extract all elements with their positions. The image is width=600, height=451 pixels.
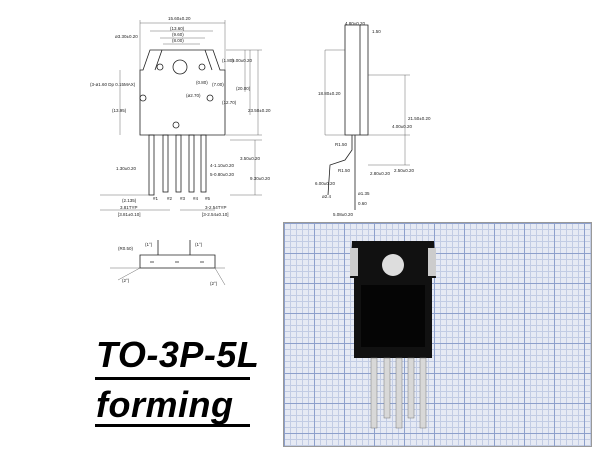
dimension-label: #2: [167, 196, 173, 201]
front-view-dim-labels: 15.60±0.20 (13.60) (9.60) (8.00) ø3.30±0…: [90, 16, 271, 217]
dimension-label: (13.95): [112, 108, 127, 113]
dimension-label: 3.50±0.20: [240, 156, 260, 161]
side-view-dim-labels: 4.80±0.20 1.50 18.80±0.20 21.50±0.20 4.0…: [315, 21, 431, 217]
dimension-label: [3.81±0.10]: [118, 212, 141, 217]
dimension-label: (13.60): [170, 26, 185, 31]
dimension-label: #5: [205, 196, 211, 201]
dimension-label: (2.135): [122, 198, 137, 203]
dimension-label: (20.00): [236, 86, 251, 91]
transistor-photo: [350, 241, 436, 429]
dimension-label: 1.50: [372, 29, 381, 34]
dimension-label: 18.80±0.20: [318, 91, 341, 96]
forming-label: forming: [96, 384, 234, 425]
dimension-label: ø3.30±0.20: [115, 34, 138, 39]
dimension-label: 1.30±0.20: [116, 166, 136, 171]
dimension-label: 9.30±0.20: [250, 176, 270, 181]
dimension-label: #3: [180, 196, 186, 201]
dimension-label: 3-2.54TYP: [205, 205, 227, 210]
dimension-label: R1.50: [335, 142, 348, 147]
dimension-label: R1.50: [338, 168, 351, 173]
dimension-label: 2.80±0.20: [370, 171, 390, 176]
dimension-label: 5.08±0.20: [333, 212, 353, 217]
dimension-label: (ø2.70): [186, 93, 201, 98]
dimension-label: 5-0.80±0.20: [210, 172, 234, 177]
component-photo: [283, 222, 592, 447]
dimension-label: #1: [153, 196, 159, 201]
bottom-view: (R0.50) (1°) (1°) (2°) (2°): [110, 240, 226, 286]
dimension-label: #4: [193, 196, 199, 201]
dimension-label: 6.00±0.20: [315, 181, 335, 186]
dimension-label: (9.60): [172, 32, 184, 37]
dimension-label: 21.50±0.20: [408, 116, 431, 121]
dimension-label: 0.60: [358, 201, 367, 206]
dimension-label: 3.81TYP: [120, 205, 138, 210]
side-view: [324, 24, 410, 210]
dimension-label: (8.00): [172, 38, 184, 43]
dimension-label: (2°): [210, 281, 218, 286]
title-underline: [95, 377, 250, 380]
dimension-label: 4.00±0.20: [392, 124, 412, 129]
dimension-label: (1.80): [222, 58, 234, 63]
dimension-label: ø1.35: [358, 191, 370, 196]
dimension-label: (0.80): [196, 80, 208, 85]
dimension-label: [3-2.54±0.10]: [202, 212, 229, 217]
dimension-label: (12.70): [222, 100, 237, 105]
dimension-label: 4.80±0.20: [345, 21, 365, 26]
dimension-label: (3-ø1.60 Dp 0.15MAX): [90, 82, 136, 87]
dimension-label: 4-1.10±0.20: [210, 163, 234, 168]
dimension-label: (R0.50): [118, 246, 134, 251]
package-name: TO-3P-5L: [96, 334, 260, 375]
dimension-label: 15.60±0.20: [168, 16, 191, 21]
dimension-label: (1°): [145, 242, 153, 247]
dimension-label: 2.50±0.20: [394, 168, 414, 173]
dimension-label: (2°): [122, 278, 130, 283]
dimension-label: ø2.4: [322, 194, 332, 199]
dimension-label: 23.50±0.20: [248, 108, 271, 113]
front-view: [100, 20, 262, 211]
dimension-label: 5.00±0.20: [232, 58, 252, 63]
dimension-label: (7.00): [212, 82, 224, 87]
dimension-label: (1°): [195, 242, 203, 247]
subtitle-underline: [95, 424, 250, 427]
